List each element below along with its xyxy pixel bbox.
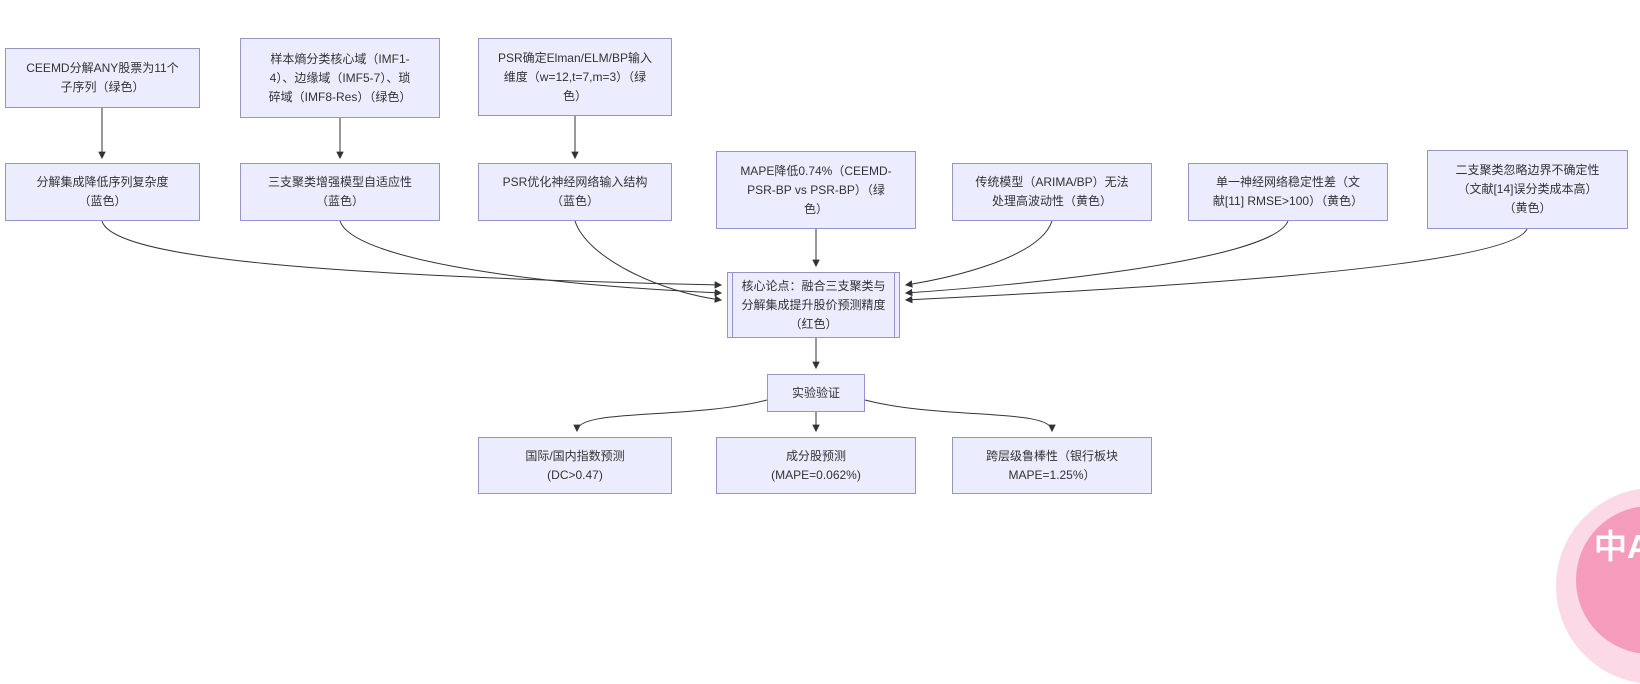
node-label: 国际/国内指数预测 (DC>0.47)	[525, 448, 625, 482]
node-mape-improvement: MAPE降低0.74%（CEEMD- PSR-BP vs PSR-BP）（绿 色…	[716, 151, 916, 229]
node-core-thesis: 核心论点：融合三支聚类与 分解集成提升股价预测精度 （红色）	[727, 272, 900, 338]
node-label: MAPE降低0.74%（CEEMD- PSR-BP vs PSR-BP）（绿 色…	[740, 163, 892, 216]
node-three-way-adaptivity: 三支聚类增强模型自适应性 （蓝色）	[240, 163, 440, 221]
node-label: 实验验证	[791, 385, 840, 400]
node-label: 二支聚类忽略边界不确定性 （文献[14]误分类成本高） （黄色）	[1455, 163, 1600, 215]
node-experiment-validation: 实验验证	[767, 374, 865, 412]
node-ceemd-decomposition: CEEMD分解ANY股票为11个 子序列（绿色）	[5, 48, 200, 108]
node-label: 核心论点：融合三支聚类与 分解集成提升股价预测精度 （红色）	[741, 278, 886, 331]
node-label: 分解集成降低序列复杂度 （蓝色）	[36, 175, 169, 208]
node-label: PSR确定Elman/ELM/BP输入 维度（w=12,t=7,m=3）（绿 色…	[497, 50, 653, 103]
node-psr-input-dimension: PSR确定Elman/ELM/BP输入 维度（w=12,t=7,m=3）（绿 色…	[478, 38, 672, 116]
node-constituent-prediction: 成分股预测 (MAPE=0.062%)	[716, 437, 916, 494]
node-label: 单一神经网络稳定性差（文 献[11] RMSE>100）（黄色）	[1212, 175, 1364, 208]
node-label: 跨层级鲁棒性（银行板块 MAPE=1.25%）	[985, 448, 1118, 482]
node-sample-entropy-classification: 样本熵分类核心域（IMF1- 4）、边缘域（IMF5-7）、琐 碎域（IMF8-…	[240, 38, 440, 118]
node-index-prediction: 国际/国内指数预测 (DC>0.47)	[478, 437, 672, 494]
node-label: PSR优化神经网络输入结构 （蓝色）	[502, 175, 648, 208]
node-label: CEEMD分解ANY股票为11个 子序列（绿色）	[26, 61, 179, 94]
node-single-nn-instability: 单一神经网络稳定性差（文 献[11] RMSE>100）（黄色）	[1188, 163, 1388, 221]
node-two-way-clustering-limits: 二支聚类忽略边界不确定性 （文献[14]误分类成本高） （黄色）	[1427, 150, 1628, 229]
node-label: 样本熵分类核心域（IMF1- 4）、边缘域（IMF5-7）、琐 碎域（IMF8-…	[268, 51, 412, 104]
node-psr-input-structure: PSR优化神经网络输入结构 （蓝色）	[478, 163, 672, 221]
node-label: 三支聚类增强模型自适应性 （蓝色）	[267, 175, 412, 208]
node-decomposition-complexity: 分解集成降低序列复杂度 （蓝色）	[5, 163, 200, 221]
node-traditional-model-limits: 传统模型（ARIMA/BP）无法 处理高波动性（黄色）	[952, 163, 1152, 221]
node-label: 传统模型（ARIMA/BP）无法 处理高波动性（黄色）	[975, 175, 1129, 208]
translate-icon: 中A	[1594, 528, 1640, 565]
node-label: 成分股预测 (MAPE=0.062%)	[771, 448, 861, 482]
node-cross-level-robustness: 跨层级鲁棒性（银行板块 MAPE=1.25%）	[952, 437, 1152, 494]
